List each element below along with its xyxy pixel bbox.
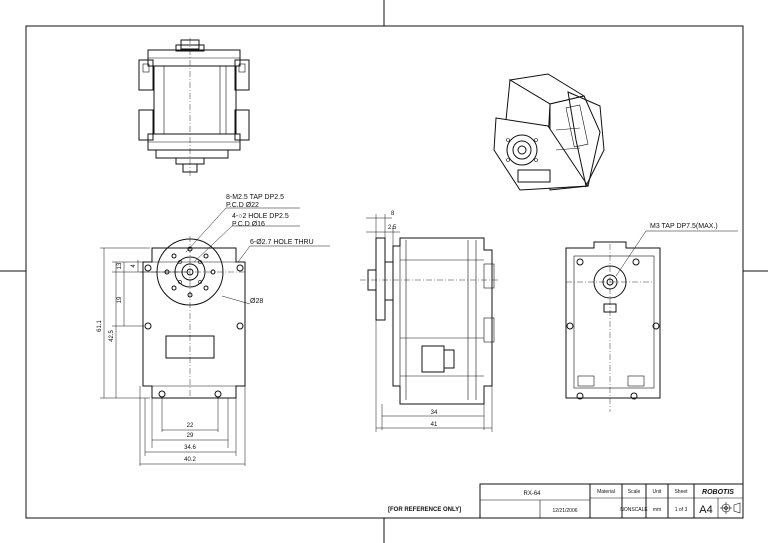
front-dim-34-6: 34.6 bbox=[184, 445, 196, 451]
isometric-view bbox=[493, 73, 605, 191]
sheet-value: 1 of 3 bbox=[675, 507, 688, 513]
thru-holes-callout: 6-Ø2.7 HOLE THRU bbox=[250, 239, 314, 246]
rear-view bbox=[565, 241, 661, 412]
front-view-dimensions: 13 4 19 42.5 61.1 22 29 34.6 40.2 bbox=[97, 247, 246, 466]
front-dim-61-1: 61.1 bbox=[97, 320, 103, 332]
side-view bbox=[360, 237, 500, 405]
front-dim-13: 13 bbox=[117, 262, 123, 269]
material-label: Material bbox=[597, 489, 615, 495]
front-view-callouts: 8-M2.5 TAP DP2.5 P.C.D Ø22 4-○2 HOLE DP2… bbox=[185, 194, 330, 305]
side-dim-2-5: 2.5 bbox=[388, 225, 397, 231]
front-dim-19: 19 bbox=[117, 296, 123, 303]
holes-pcd-callout: P.C.D Ø16 bbox=[232, 221, 265, 228]
front-dim-29: 29 bbox=[187, 433, 194, 439]
sheet-label: Sheet bbox=[674, 489, 688, 495]
brand-logo: ROBOTIS bbox=[702, 489, 734, 496]
m3-tap-callout: M3 TAP DP7.5(MAX.) bbox=[650, 223, 718, 230]
drawing-date: 12/21/2006 bbox=[552, 508, 577, 514]
unit-label: Unit bbox=[653, 489, 663, 495]
tap-pcd-callout: P.C.D Ø22 bbox=[226, 202, 259, 209]
reference-note: [FOR REFERENCE ONLY] bbox=[388, 507, 461, 513]
side-view-dimensions: 8 2.5 34 41 bbox=[366, 211, 493, 432]
scale-label: Scale bbox=[628, 489, 641, 495]
top-view bbox=[138, 38, 250, 176]
unit-value: mm bbox=[653, 507, 661, 513]
tap-holes-callout: 8-M2.5 TAP DP2.5 bbox=[226, 194, 284, 201]
scale-value: NONSCALE bbox=[620, 507, 648, 513]
front-dim-42-5: 42.5 bbox=[109, 330, 115, 342]
part-number: RX-64 bbox=[523, 491, 541, 497]
side-dim-8: 8 bbox=[391, 211, 395, 217]
front-dim-22: 22 bbox=[187, 423, 194, 429]
front-dim-40-2: 40.2 bbox=[184, 457, 196, 463]
front-view bbox=[140, 236, 246, 399]
paper-size: A4 bbox=[699, 504, 712, 516]
horn-diameter-callout: Ø28 bbox=[250, 298, 263, 305]
holes-callout: 4-○2 HOLE DP2.5 bbox=[232, 213, 289, 220]
rear-view-callout: M3 TAP DP7.5(MAX.) bbox=[615, 223, 738, 277]
projection-symbol-icon bbox=[720, 502, 741, 514]
side-dim-41: 41 bbox=[431, 422, 438, 428]
title-block: RX-64 Material Scale Unit Sheet ROBOTIS … bbox=[479, 483, 744, 519]
front-dim-4: 4 bbox=[131, 264, 137, 268]
side-dim-34: 34 bbox=[431, 410, 438, 416]
